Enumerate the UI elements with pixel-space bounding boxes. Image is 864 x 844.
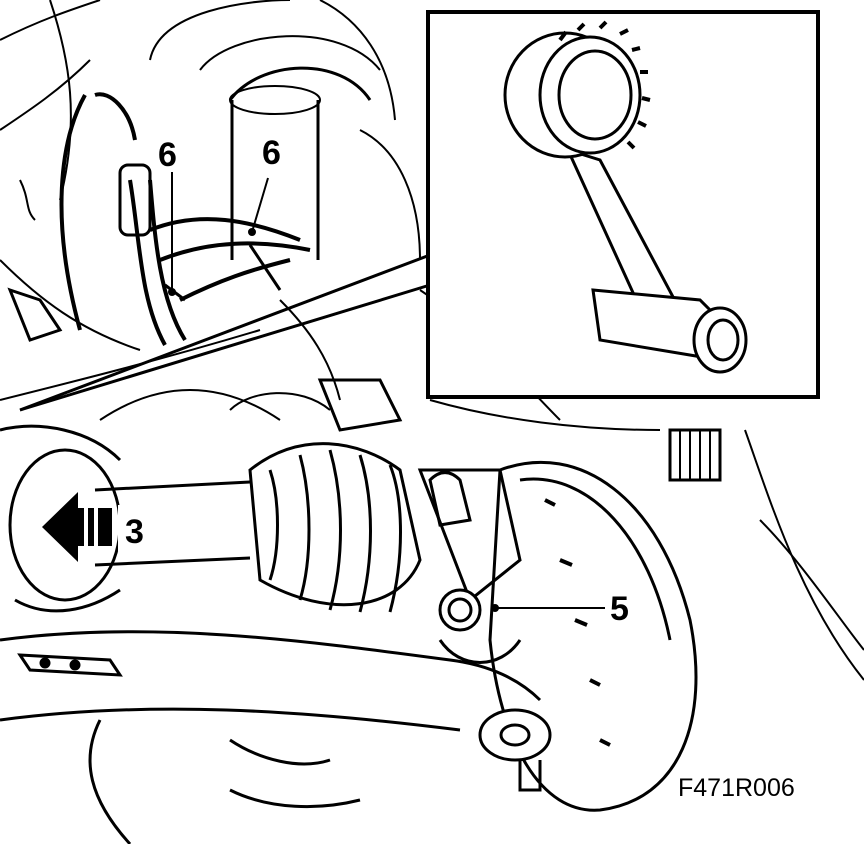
leader-lines <box>168 172 605 612</box>
inset-pointer <box>19 253 431 412</box>
background-linework <box>0 0 864 681</box>
control-arm <box>0 630 552 844</box>
tool-wrench-icon <box>503 20 748 374</box>
callout-5: 5 <box>610 590 629 628</box>
tool-inset <box>426 10 820 399</box>
callout-3: 3 <box>125 513 144 551</box>
figure-code: F471R006 <box>678 774 795 802</box>
callout-6-right: 6 <box>262 134 281 172</box>
callout-6-left: 6 <box>158 136 177 174</box>
arrow-left-icon <box>42 492 156 562</box>
